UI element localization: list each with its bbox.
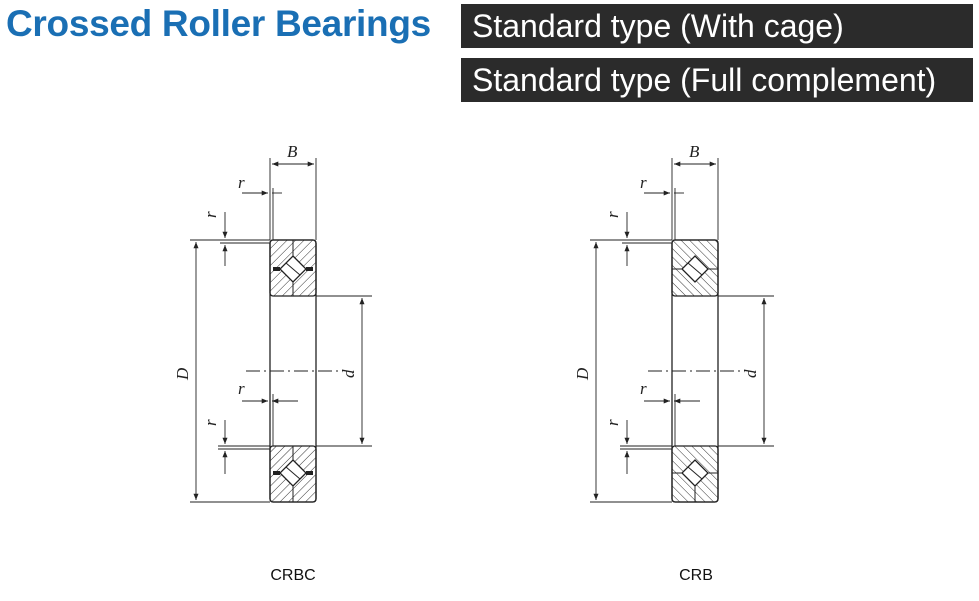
caption-crbc: CRBC	[270, 567, 316, 584]
caption-crb: CRB	[679, 567, 713, 584]
crbc-dimension-D: D	[173, 367, 192, 381]
crb-dimension-r-mid: r	[640, 379, 647, 398]
crb-dimension-d: d	[741, 369, 760, 378]
crb-dimension-B: B	[689, 142, 700, 161]
crb-dimension-r-top: r	[640, 173, 647, 192]
page-title: Crossed Roller Bearings	[6, 3, 431, 44]
crbc-dimension-B: B	[287, 142, 298, 161]
crbc-dimension-r-top: r	[238, 173, 245, 192]
crb-dimension-D: D	[573, 367, 592, 381]
crbc-dimension-r-mid: r	[238, 379, 245, 398]
crb-dimension-r-left-bottom: r	[603, 419, 622, 426]
crb-dimension-r-left-top: r	[603, 211, 622, 218]
tab-standard-full-complement[interactable]: Standard type (Full complement)	[461, 58, 973, 102]
crbc-dimension-r-left-top: r	[201, 211, 220, 218]
crb-drawing: B r r D d r r	[573, 142, 774, 503]
tab-standard-with-cage[interactable]: Standard type (With cage)	[461, 4, 973, 48]
crbc-drawing: B r r D d r r	[173, 142, 372, 503]
crbc-dimension-r-left-bottom: r	[201, 419, 220, 426]
crbc-dimension-d: d	[339, 369, 358, 378]
